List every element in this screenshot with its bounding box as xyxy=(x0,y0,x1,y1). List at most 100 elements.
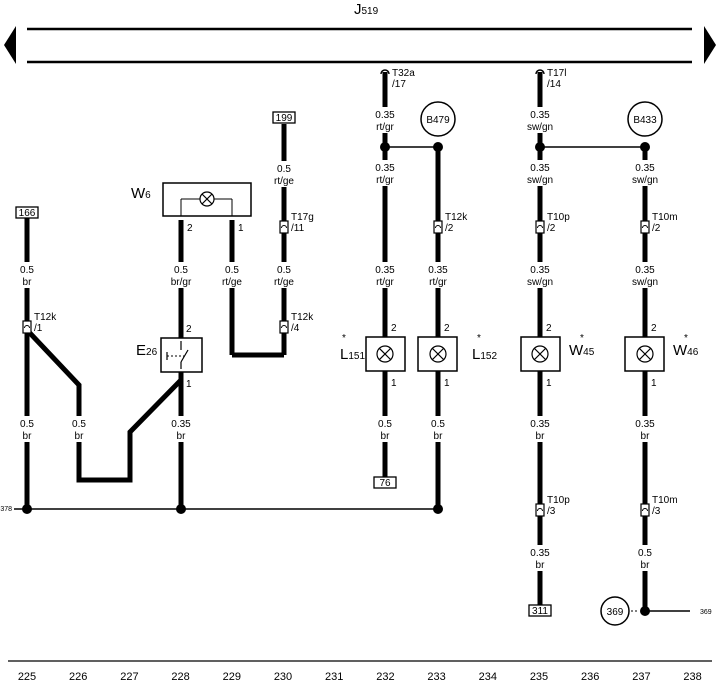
ref-199: 199 xyxy=(272,111,296,124)
ref-76: 76 xyxy=(373,476,397,489)
connector-t32a: T32a/17 xyxy=(392,68,415,90)
wire-color: sw/gn xyxy=(527,277,553,288)
connector-pin: /4 xyxy=(291,323,300,334)
wire-gauge: 0.35 xyxy=(375,110,395,121)
connector-pin: /2 xyxy=(652,223,661,234)
svg-text:*: * xyxy=(342,333,346,344)
column-number: 232 xyxy=(376,671,394,683)
wire-gauge: 0.5 xyxy=(225,265,239,276)
connector-t10p-a: T10p/2 xyxy=(535,212,570,234)
column-number: 226 xyxy=(69,671,87,683)
svg-text:1: 1 xyxy=(651,378,657,389)
bus-label: J519 xyxy=(354,1,379,18)
wire-color: rt/gr xyxy=(429,277,447,288)
svg-text:311: 311 xyxy=(532,606,548,617)
connector-name: T10p xyxy=(547,495,570,506)
connector-t17l: T17l/14 xyxy=(547,68,566,90)
wire-gauge: 0.35 xyxy=(635,419,655,430)
wire-color: rt/ge xyxy=(274,176,294,187)
svg-text:2: 2 xyxy=(391,323,397,334)
wire-color: rt/gr xyxy=(376,277,394,288)
wire-gauge: 0.5 xyxy=(174,265,188,276)
connector-t12k-a: T12k/1 xyxy=(22,312,57,334)
circle-b433: B433 xyxy=(627,101,663,137)
column-number: 230 xyxy=(274,671,292,683)
wire-gauge: 0.5 xyxy=(277,265,291,276)
connector-t10m-a: T10m/2 xyxy=(640,212,678,234)
wire-color: br xyxy=(23,277,33,288)
connector-name: T10p xyxy=(547,212,570,223)
column-number: 236 xyxy=(581,671,599,683)
column-number: 233 xyxy=(427,671,445,683)
lamp-l151: L151 * 2 1 xyxy=(340,323,406,389)
circle-369: 369 xyxy=(600,596,638,626)
wire-color: br xyxy=(641,431,651,442)
wire-color: sw/gn xyxy=(632,277,658,288)
wire-color: br xyxy=(536,560,546,571)
connector-name: T10m xyxy=(652,212,678,223)
wire-gauge: 0.5 xyxy=(20,265,34,276)
connector-t12k-b: T12k/4 xyxy=(279,312,314,334)
wire-color: sw/gn xyxy=(527,122,553,133)
wire-gauge: 0.35 xyxy=(375,265,395,276)
svg-text:1: 1 xyxy=(444,378,450,389)
lamp-w46: W46 * 2 1 xyxy=(624,323,699,389)
connector-name: T12k xyxy=(445,212,468,223)
wire-gauge: 0.5 xyxy=(72,419,86,430)
connector-pin: /3 xyxy=(652,506,661,517)
column-number: 231 xyxy=(325,671,343,683)
connector-name: T17g xyxy=(291,212,314,223)
wire-color: rt/ge xyxy=(222,277,242,288)
wire-gauge: 0.35 xyxy=(530,110,550,121)
lamp-w45: W45 * 2 1 xyxy=(520,323,595,389)
column-number: 237 xyxy=(632,671,650,683)
w6-label: W6 xyxy=(131,185,151,202)
wire-color: br xyxy=(434,431,444,442)
svg-text:1: 1 xyxy=(186,379,192,390)
circle-b479: B479 xyxy=(420,101,456,137)
lamp-l152: L152 * 2 1 xyxy=(417,323,497,389)
wires xyxy=(14,72,690,612)
wire-gauge: 0.35 xyxy=(530,419,550,430)
connector-pin: /1 xyxy=(34,323,43,334)
svg-text:*: * xyxy=(477,333,481,344)
svg-text:199: 199 xyxy=(276,113,293,124)
svg-text:*: * xyxy=(684,333,688,344)
svg-text:1: 1 xyxy=(546,378,552,389)
wire-color: br xyxy=(177,431,187,442)
wire-color: br xyxy=(23,431,33,442)
svg-text:1: 1 xyxy=(238,223,244,234)
wire-gauge: 0.5 xyxy=(277,164,291,175)
connector-pin: /11 xyxy=(291,223,305,234)
wire-gauge: 0.35 xyxy=(635,265,655,276)
wire-gauge: 0.35 xyxy=(530,548,550,559)
column-number: 225 xyxy=(18,671,36,683)
connector-t17g: T17g/11 xyxy=(279,212,314,234)
wire-color: sw/gn xyxy=(632,175,658,186)
svg-text:76: 76 xyxy=(379,478,391,489)
column-number: 238 xyxy=(683,671,701,683)
connector-pin: /2 xyxy=(445,223,454,234)
wire-gauge: 0.5 xyxy=(638,548,652,559)
connector-name: T32a xyxy=(392,68,415,79)
wire-gauge: 0.35 xyxy=(171,419,191,430)
wire-color: br/gr xyxy=(171,277,192,288)
connector-t12k-c: T12k/2 xyxy=(433,212,468,234)
connector-t10p-b: T10p/3 xyxy=(535,495,570,517)
svg-text:2: 2 xyxy=(546,323,552,334)
wire-gauge: 0.5 xyxy=(20,419,34,430)
wire-color: br xyxy=(536,431,546,442)
connector-pin: /2 xyxy=(547,223,556,234)
wire-labels: 0.35rt/gr0.35sw/gn0.5rt/ge0.35rt/gr0.35s… xyxy=(12,107,660,571)
wire-gauge: 0.35 xyxy=(635,163,655,174)
wire-color: br xyxy=(641,560,651,571)
svg-text:2: 2 xyxy=(651,323,657,334)
connector-name: T17l xyxy=(547,68,566,79)
connector-name: T12k xyxy=(34,312,57,323)
wire-gauge: 0.35 xyxy=(375,163,395,174)
wire-gauge: 0.35 xyxy=(530,163,550,174)
connector-t10m-b: T10m/3 xyxy=(640,495,678,517)
column-number: 228 xyxy=(171,671,189,683)
